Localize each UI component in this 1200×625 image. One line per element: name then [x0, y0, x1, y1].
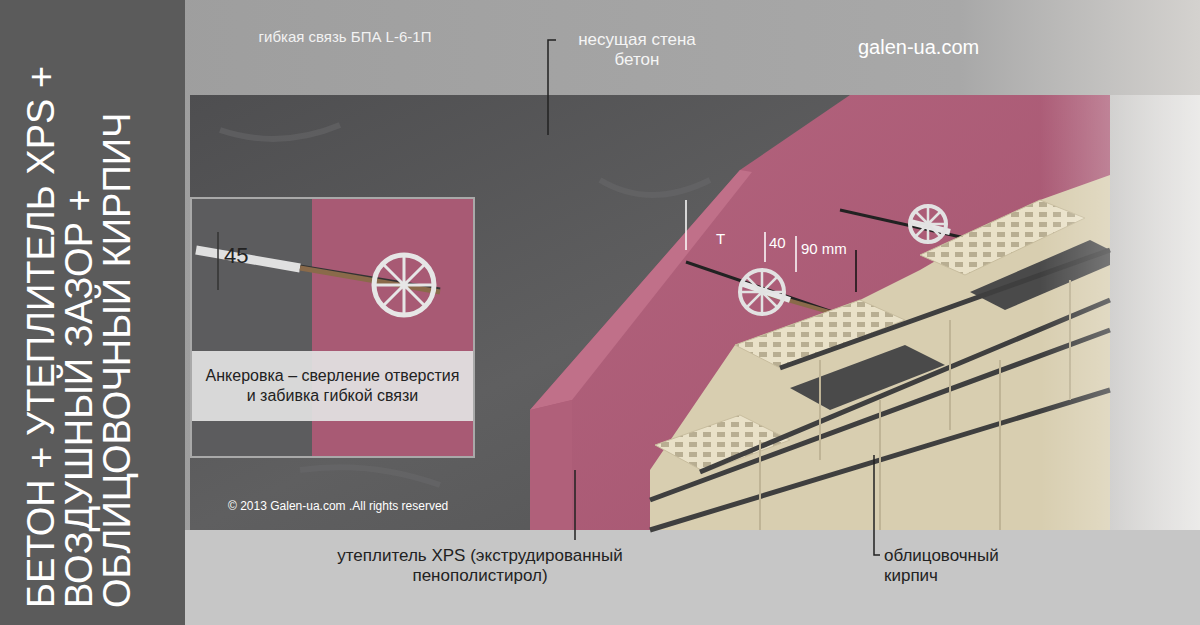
copyright-note: © 2013 Galen-ua.com .All rights reserved: [228, 499, 528, 513]
callout-number: 45: [224, 243, 248, 269]
caption-band: Анкеровка – сверление отверстия и забивк…: [192, 351, 473, 421]
inset-box: 45Анкеровка – сверление отверстия и заби…: [190, 197, 475, 458]
dimension: 90 mm: [801, 240, 861, 258]
watermark: galen-ua.com: [858, 35, 1058, 59]
part-name: гибкая связь БПА L-6-1П: [250, 28, 440, 46]
side-title: БЕТОН + УТЕПЛИТЕЛЬ XPS + ВОЗДУШНЫЙ ЗАЗОР…: [22, 18, 136, 608]
part-name: несущая стена бетон: [562, 30, 712, 71]
part-name: утеплитель XPS (экструдированный пенопол…: [330, 546, 630, 587]
caption-text: Анкеровка – сверление отверстия и забивк…: [202, 366, 463, 406]
dimension: 40: [769, 234, 799, 252]
part-name: облицовочный кирпич: [884, 546, 1034, 587]
dimension: T: [716, 230, 746, 248]
